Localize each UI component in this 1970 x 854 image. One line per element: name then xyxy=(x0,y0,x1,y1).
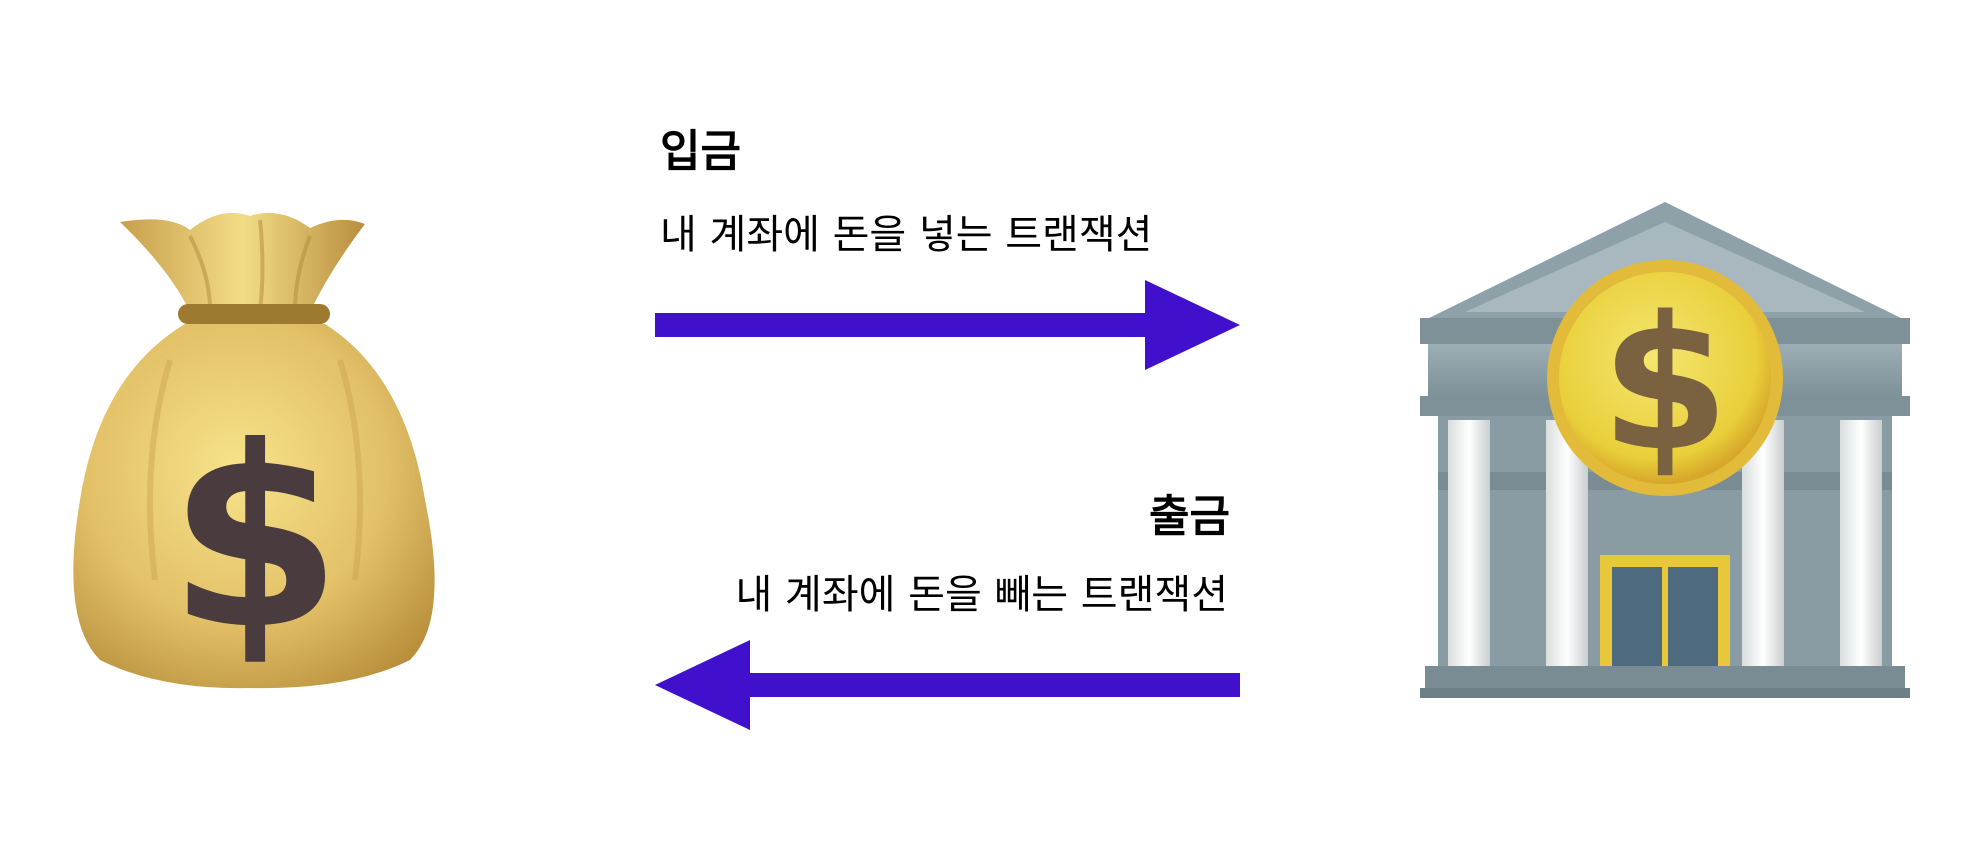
deposit-arrow xyxy=(655,275,1240,375)
bank-icon: $ xyxy=(1420,200,1910,700)
svg-text:$: $ xyxy=(1601,276,1730,492)
svg-text:$: $ xyxy=(168,393,342,684)
withdrawal-title: 출금 xyxy=(1149,491,1230,542)
money-bag-icon: $ xyxy=(60,200,440,690)
withdrawal-arrow xyxy=(655,635,1240,735)
withdrawal-description: 내 계좌에 돈을 빼는 트랜잭션 xyxy=(735,572,1228,618)
deposit-description: 내 계좌에 돈을 넣는 트랜잭션 xyxy=(660,212,1153,258)
deposit-title: 입금 xyxy=(660,126,741,177)
